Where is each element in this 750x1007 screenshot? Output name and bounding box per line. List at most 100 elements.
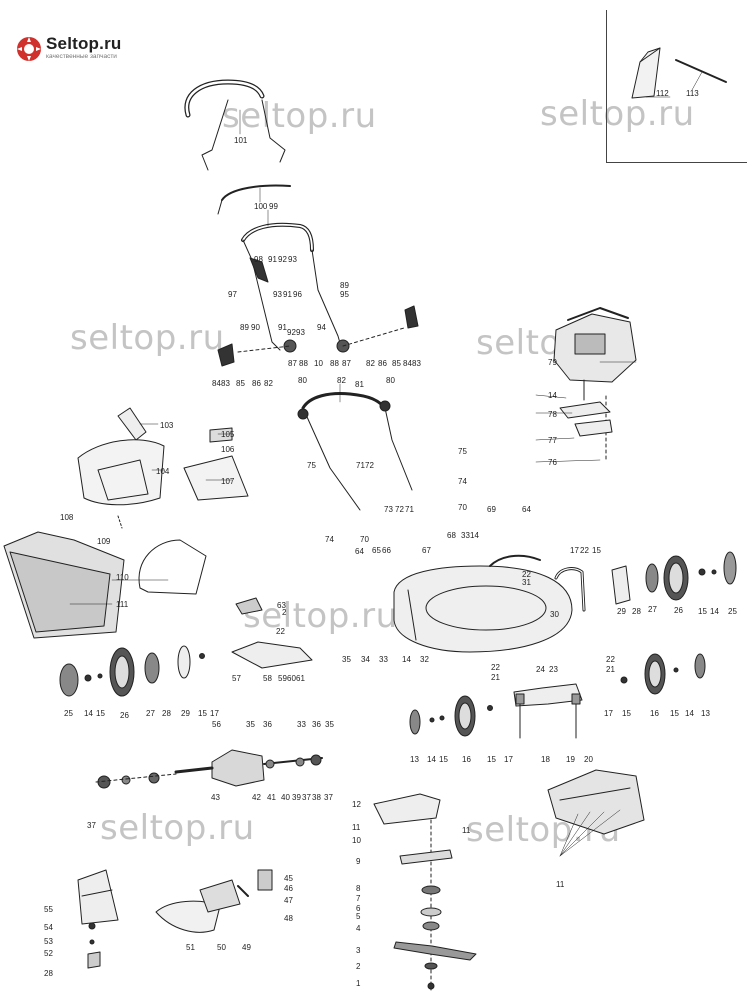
callout: 71: [405, 505, 414, 514]
callout: 22: [580, 546, 589, 555]
callout: 22: [606, 655, 615, 664]
callout: 107: [221, 477, 235, 486]
callout: 109: [97, 537, 111, 546]
callout: 86: [252, 379, 261, 388]
callout: 77: [548, 436, 557, 445]
callout: 52: [44, 949, 53, 958]
callout: 36: [312, 720, 321, 729]
handle-knobs-part: [217, 305, 419, 367]
callout: 15: [96, 709, 105, 718]
callout: 89: [340, 281, 349, 290]
logo-gear-icon: [17, 37, 41, 61]
tool-rod-part: [675, 59, 727, 91]
callout: 25: [64, 709, 73, 718]
logo-name: Seltop.ru: [46, 34, 122, 53]
callout: 80: [298, 376, 307, 385]
callout: 15: [487, 755, 496, 764]
callout: 88: [299, 359, 308, 368]
callout: 35: [325, 720, 334, 729]
callout: 11: [462, 826, 471, 835]
callout: 53: [44, 937, 53, 946]
callout: 22: [491, 663, 500, 672]
callout: 110: [116, 573, 129, 582]
callout: 24: [536, 665, 545, 674]
callout: 49: [242, 943, 251, 952]
callout: 11: [556, 880, 565, 889]
engine-mount-part: [559, 401, 613, 437]
callout: 15: [439, 755, 448, 764]
callout: 32: [420, 655, 429, 664]
callout: 17: [210, 709, 219, 718]
callout: 100: [254, 202, 268, 211]
callout: 16: [650, 709, 659, 718]
callout: 91: [268, 255, 277, 264]
callout: 27: [648, 605, 657, 614]
callout: 2: [282, 608, 287, 617]
callout: 28: [162, 709, 171, 718]
gearbox-part: [174, 749, 323, 787]
callout: 31: [522, 578, 531, 587]
callout: 73: [384, 505, 393, 514]
callout: 1: [356, 979, 361, 988]
callout: 59: [278, 674, 287, 683]
front-wheel-left-part: [409, 695, 493, 737]
rear-wheel-right-part: [611, 551, 737, 605]
callout: 61: [296, 674, 305, 683]
front-axle-part: [513, 683, 583, 739]
callout: 84: [403, 359, 412, 368]
bag-top-part: [77, 407, 249, 506]
lower-handle-part: [297, 383, 413, 511]
callout: 99: [269, 202, 278, 211]
logo-tagline: качественные запчасти: [46, 53, 117, 60]
callout: 14: [427, 755, 436, 764]
bag-frame-part: [117, 515, 207, 595]
rear-axle-part: [554, 567, 586, 612]
callout: 41: [267, 793, 276, 802]
callout: 74: [325, 535, 334, 544]
callout: 22: [522, 570, 531, 579]
rear-flap-part: [77, 869, 119, 969]
callout: 17: [570, 546, 579, 555]
callout: 33: [461, 531, 470, 540]
seltop-logo[interactable]: Seltop.ru качественные запчасти: [16, 34, 166, 64]
callout: 96: [293, 290, 302, 299]
callout: 14: [710, 607, 719, 616]
engine-part: [553, 307, 637, 461]
callout: 27: [146, 709, 155, 718]
callout: 18: [541, 755, 550, 764]
callout: 2: [356, 962, 361, 971]
callout: 29: [181, 709, 190, 718]
callout: 15: [198, 709, 207, 718]
callout: 19: [566, 755, 575, 764]
callout: 83: [412, 359, 421, 368]
callout: 78: [548, 410, 557, 419]
callout: 82: [337, 376, 346, 385]
callout: 66: [382, 546, 391, 555]
callout: 14: [84, 709, 93, 718]
callout: 14: [470, 531, 479, 540]
blade-assembly-part: [373, 793, 477, 991]
callout: 10: [352, 836, 361, 845]
callout: 35: [342, 655, 351, 664]
callout: 93: [288, 255, 297, 264]
callout: 105: [221, 430, 235, 439]
callout: 70: [360, 535, 369, 544]
callout: 17: [504, 755, 513, 764]
callout: 113: [686, 89, 699, 98]
callout: 112: [656, 89, 669, 98]
callout: 94: [317, 323, 326, 332]
callout: 17: [604, 709, 613, 718]
callout: 106: [221, 445, 235, 454]
callout: 104: [156, 467, 170, 476]
callout: 84: [212, 379, 221, 388]
callout: 98: [254, 255, 263, 264]
callout: 47: [284, 896, 293, 905]
callout: 15: [592, 546, 601, 555]
callout: 91: [283, 290, 292, 299]
callout: 33: [297, 720, 306, 729]
callout: 3: [356, 946, 361, 955]
callout: 7: [356, 894, 361, 903]
leader-lines: [69, 361, 637, 857]
callout: 58: [263, 674, 272, 683]
